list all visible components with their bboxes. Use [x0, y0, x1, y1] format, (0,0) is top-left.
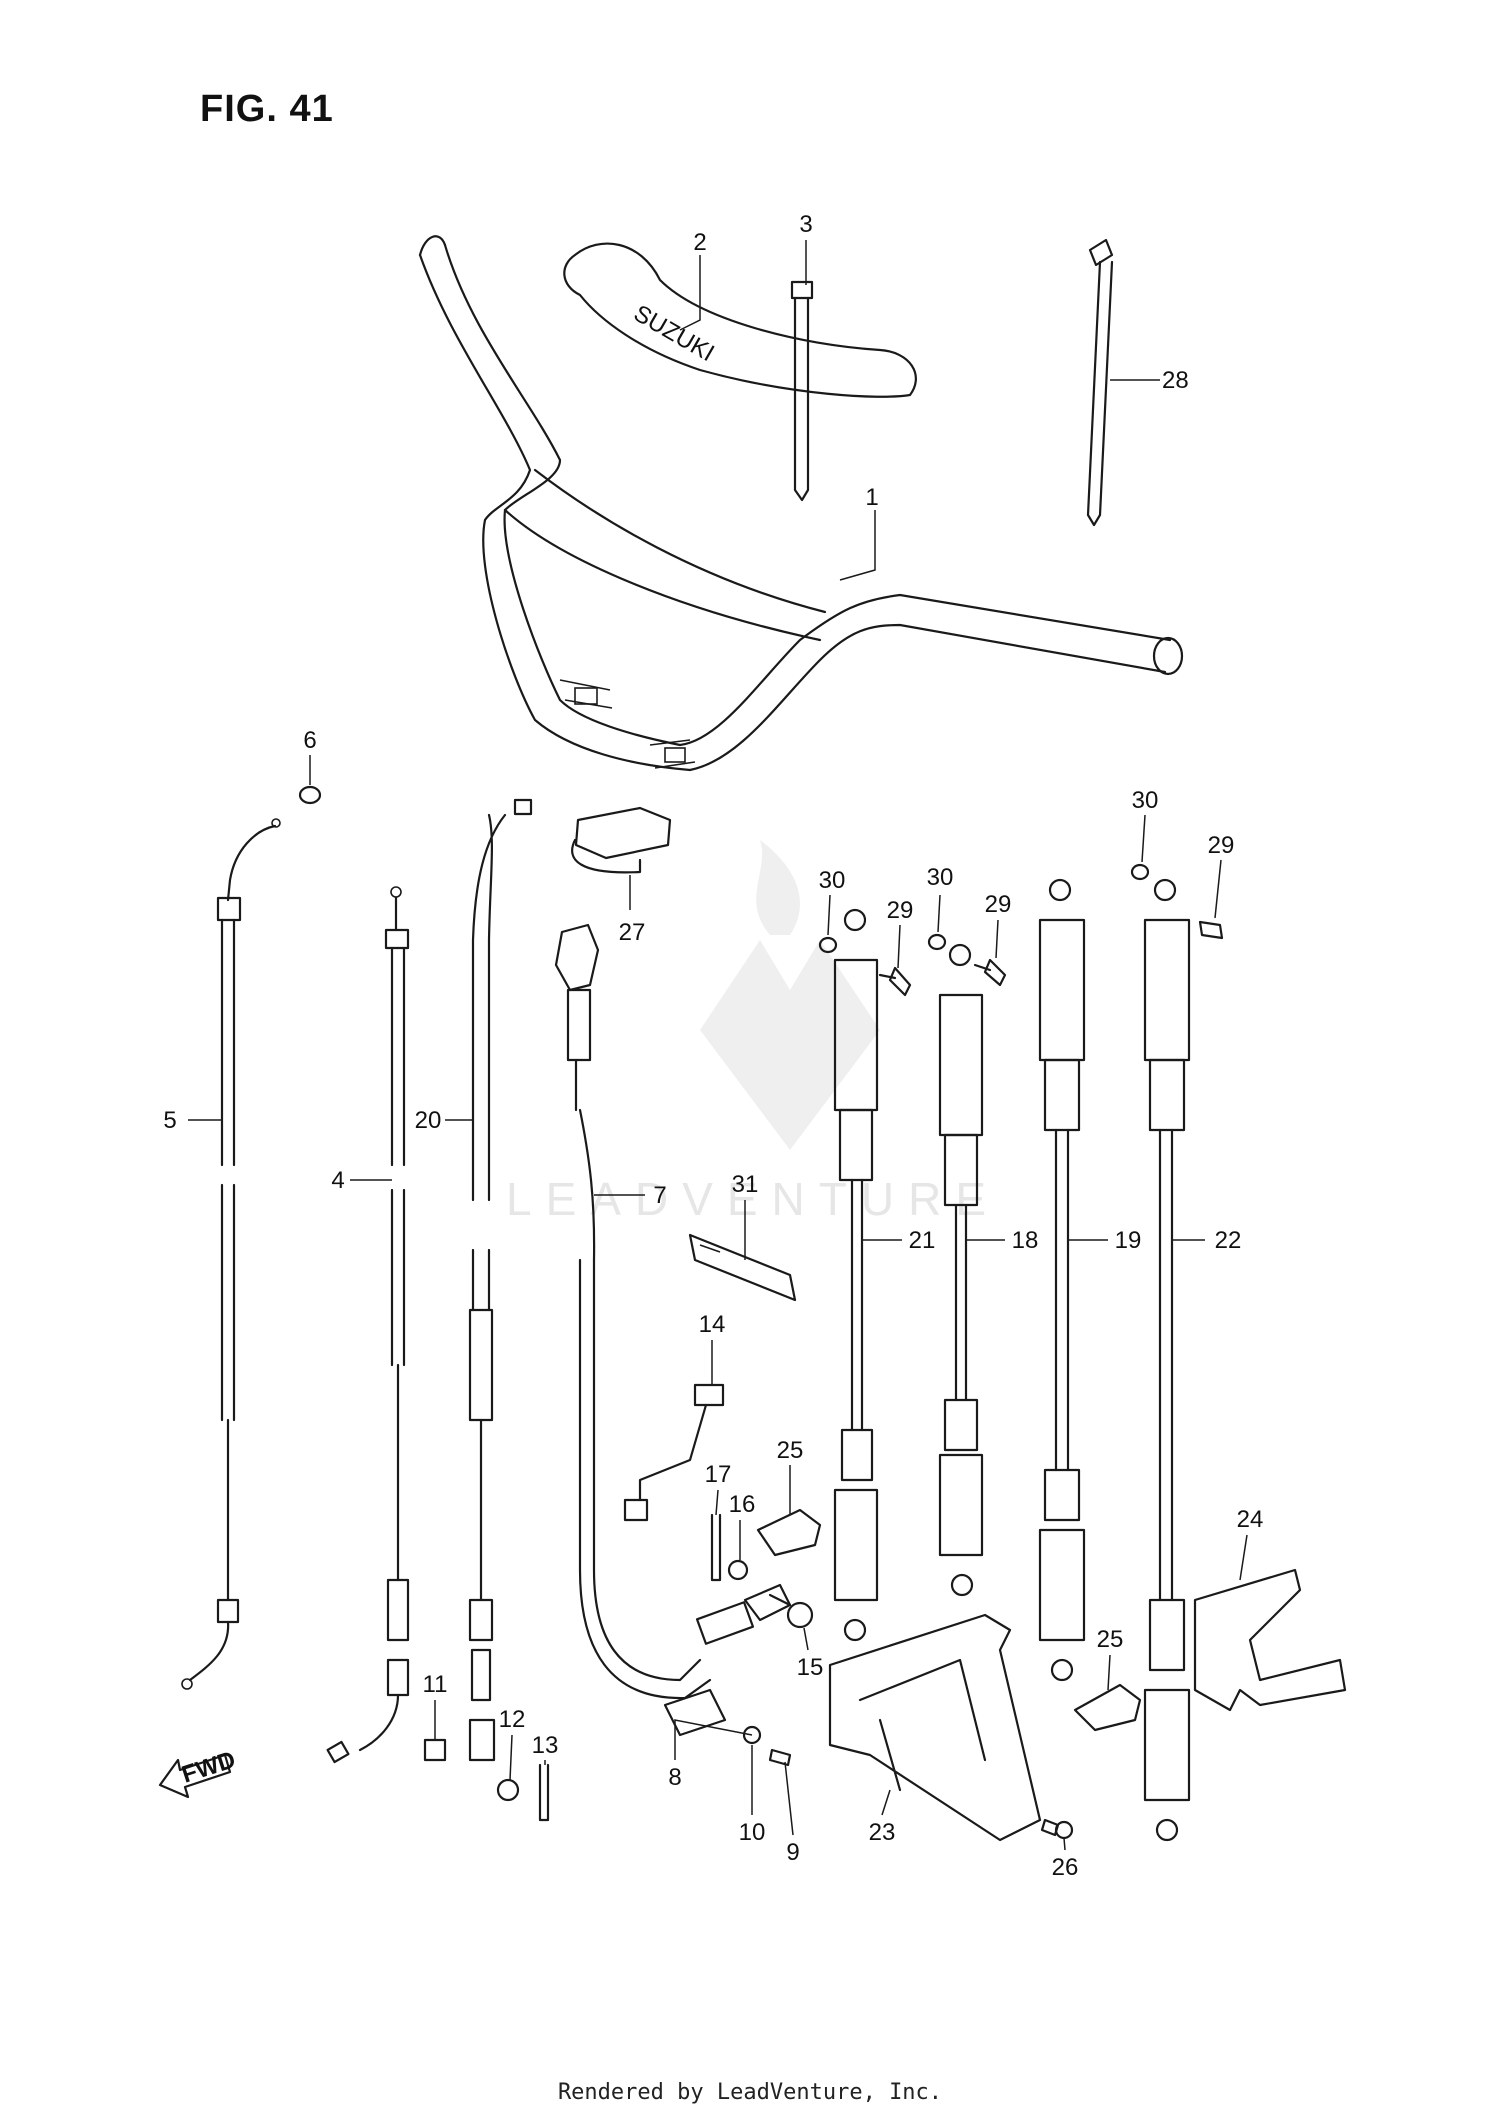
plate-part-27	[571, 806, 672, 874]
cable-part-4	[326, 886, 410, 1764]
cable-part-19	[1038, 878, 1086, 1682]
cable-part-21	[833, 908, 879, 1642]
callout-16: 16	[729, 1491, 756, 1518]
bolt-part-17	[710, 1513, 722, 1582]
fwd-arrow-icon: FWD	[158, 1746, 239, 1799]
callout-27: 27	[619, 919, 646, 946]
callout-1: 1	[865, 484, 878, 511]
handlebar-part-1	[418, 235, 1184, 772]
callout-15: 15	[797, 1654, 824, 1681]
leader-lines	[188, 240, 1248, 1851]
clip-part-25	[756, 1508, 822, 1557]
callout-21: 21	[909, 1227, 936, 1254]
callout-29-b: 29	[985, 891, 1012, 918]
cable-tie-part-3	[790, 280, 814, 502]
callout-20: 20	[415, 1107, 442, 1134]
callout-3: 3	[799, 211, 812, 238]
callout-7: 7	[653, 1182, 666, 1209]
callout-13: 13	[532, 1732, 559, 1759]
callout-24: 24	[1237, 1506, 1264, 1533]
callout-30-c: 30	[1132, 787, 1159, 814]
callout-29-c: 29	[1208, 832, 1235, 859]
nut-part-6	[298, 785, 322, 805]
washer-part-10	[742, 1725, 762, 1745]
callout-23: 23	[869, 1819, 896, 1846]
fwd-label: FWD	[179, 1746, 239, 1789]
callout-31: 31	[732, 1171, 759, 1198]
callout-4: 4	[331, 1167, 344, 1194]
plate-part-31	[688, 1233, 797, 1302]
callout-28: 28	[1162, 367, 1189, 394]
bracket-part-24	[1193, 1568, 1347, 1712]
bolt-part-15	[768, 1593, 814, 1629]
throttle-cable-part-5	[181, 818, 281, 1690]
pin-part-13	[538, 1763, 550, 1822]
screw-part-9	[768, 1748, 792, 1767]
watermark-text: LEADVENTURE	[506, 1173, 1000, 1225]
cable-part-22	[1143, 878, 1191, 1842]
callout-6: 6	[303, 727, 316, 754]
bolts-part-29	[878, 920, 1224, 997]
callout-2: 2	[693, 229, 706, 256]
cable-part-20	[468, 798, 533, 1762]
callout-26: 26	[1052, 1854, 1079, 1881]
callout-labels: 1 2 3 28 6 27 5 4 20 7 31 30 30 30 29 29…	[163, 211, 1263, 1881]
callout-18: 18	[1012, 1227, 1039, 1254]
cable-part-7	[554, 923, 792, 1700]
bracket-part-23	[828, 1613, 1042, 1842]
callout-22: 22	[1215, 1227, 1242, 1254]
nut-part-12	[496, 1778, 520, 1802]
washer-part-16	[727, 1559, 749, 1581]
callout-11: 11	[423, 1671, 448, 1698]
figure-title: FIG. 41	[200, 88, 334, 130]
callout-12: 12	[499, 1706, 526, 1733]
handlebar-pad-part-2: SUZUKI	[563, 242, 917, 398]
footer-credit: Rendered by LeadVenture, Inc.	[557, 2080, 943, 2105]
sensor-part-14	[623, 1383, 725, 1522]
callout-9: 9	[786, 1839, 799, 1866]
cable-part-18	[938, 943, 984, 1597]
clip-part-25b	[1073, 1683, 1142, 1732]
callout-19: 19	[1115, 1227, 1142, 1254]
callout-29-a: 29	[887, 897, 914, 924]
callout-8: 8	[668, 1764, 681, 1791]
callout-30-a: 30	[819, 867, 846, 894]
bolt-part-26	[1040, 1818, 1074, 1840]
callout-5: 5	[163, 1107, 176, 1134]
cable-tie-part-28	[1086, 238, 1114, 527]
callout-10: 10	[739, 1819, 766, 1846]
callout-25-b: 25	[1097, 1626, 1124, 1653]
washers-part-30	[818, 863, 1150, 954]
callout-25-a: 25	[777, 1437, 804, 1464]
bolt-part-11	[423, 1738, 447, 1762]
callout-30-b: 30	[927, 864, 954, 891]
callout-14: 14	[699, 1311, 726, 1338]
callout-17: 17	[705, 1461, 732, 1488]
watermark: LEADVENTURE	[506, 840, 1000, 1225]
